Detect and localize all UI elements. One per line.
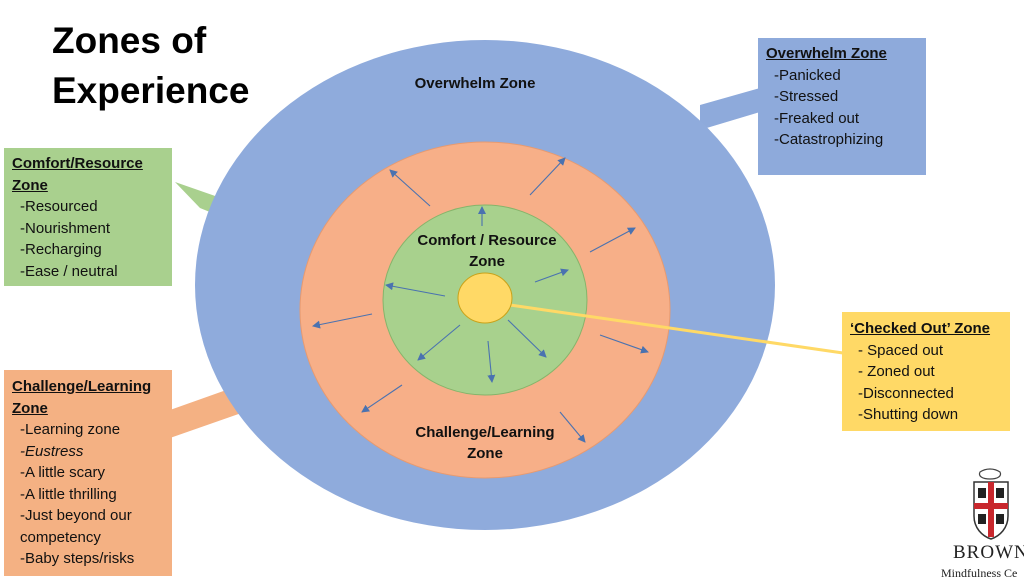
list-item: -Learning zone bbox=[20, 421, 121, 438]
logo-wordmark: BROWN bbox=[953, 542, 1024, 563]
list-item: -Baby steps/risks bbox=[20, 550, 135, 567]
challenge-info-box: Challenge/Learning Zone -Learning zone -… bbox=[4, 370, 172, 576]
arrow-outer-nw bbox=[389, 169, 431, 207]
checked-out-info-box: ‘Checked Out’ Zone - Spaced out - Zoned … bbox=[842, 312, 1010, 431]
arrow-nw bbox=[385, 282, 446, 297]
overwhelm-zone-label: Overwhelm Zone bbox=[414, 75, 536, 92]
overwhelm-box-title: Overwhelm Zone bbox=[766, 45, 887, 62]
list-item: -Recharging bbox=[20, 241, 102, 258]
list-item: -Stressed bbox=[774, 88, 839, 105]
arrow-outer-e bbox=[589, 227, 636, 253]
list-item: -A little scary bbox=[20, 464, 106, 481]
list-item: -Just beyond our competency bbox=[20, 507, 132, 546]
arrow-outer-sw bbox=[361, 384, 403, 413]
logo-subtitle: Mindfulness Ce bbox=[941, 566, 1018, 580]
overwhelm-info-box: Overwhelm Zone -Panicked -Stressed -Frea… bbox=[758, 38, 926, 175]
arrow-right bbox=[534, 268, 569, 283]
comfort-box-title: Comfort/Resource Zone bbox=[12, 155, 143, 194]
list-item: -Freaked out bbox=[774, 109, 860, 127]
list-item: -A little thrilling bbox=[20, 485, 117, 503]
list-item: -Eustress bbox=[20, 442, 84, 460]
arrow-outer-ne bbox=[529, 157, 566, 196]
list-item: -Panicked bbox=[774, 66, 841, 84]
arrows bbox=[312, 157, 649, 443]
challenge-box-title: Challenge/Learning Zone bbox=[12, 378, 152, 417]
arrow-down bbox=[487, 340, 496, 383]
list-item: -Ease / neutral bbox=[20, 262, 118, 280]
comfort-info-box: Comfort/Resource Zone -Resourced -Nouris… bbox=[4, 148, 172, 286]
brown-shield-icon bbox=[973, 468, 1009, 540]
list-item: - Spaced out bbox=[858, 341, 944, 359]
arrow-outer-se bbox=[599, 334, 649, 354]
overwhelm-connector bbox=[700, 88, 760, 130]
checked-out-box-list: - Spaced out - Zoned out -Disconnected -… bbox=[850, 340, 1010, 426]
overwhelm-box-list: -Panicked -Stressed -Freaked out -Catast… bbox=[766, 65, 926, 151]
challenge-zone-label: Challenge/Learning Zone bbox=[415, 424, 555, 462]
list-item: -Shutting down bbox=[858, 406, 959, 423]
challenge-box-list: -Learning zone -Eustress -A little scary… bbox=[12, 419, 172, 570]
arrow-outer-s bbox=[559, 411, 586, 443]
checked-out-box-title: ‘Checked Out’ Zone bbox=[850, 320, 991, 337]
list-item: - Zoned out bbox=[858, 363, 935, 380]
arrow-outer-w bbox=[312, 313, 373, 329]
comfort-box-list: -Resourced -Nourishment -Recharging -Eas… bbox=[12, 196, 172, 282]
arrow-down-right bbox=[507, 319, 547, 358]
list-item: -Disconnected bbox=[858, 384, 954, 402]
checked-out-zone-circle bbox=[457, 272, 513, 324]
arrow-down-left bbox=[417, 324, 461, 361]
checked-out-connector bbox=[509, 303, 844, 355]
page-title: Zones of Experience bbox=[52, 20, 250, 111]
list-item: -Catastrophizing bbox=[774, 131, 884, 148]
brown-logo: BROWN Mindfulness Ce bbox=[940, 466, 1024, 580]
list-item: -Nourishment bbox=[20, 219, 111, 237]
list-item: -Resourced bbox=[20, 198, 98, 215]
comfort-zone-label: Comfort / Resource Zone bbox=[417, 232, 557, 270]
